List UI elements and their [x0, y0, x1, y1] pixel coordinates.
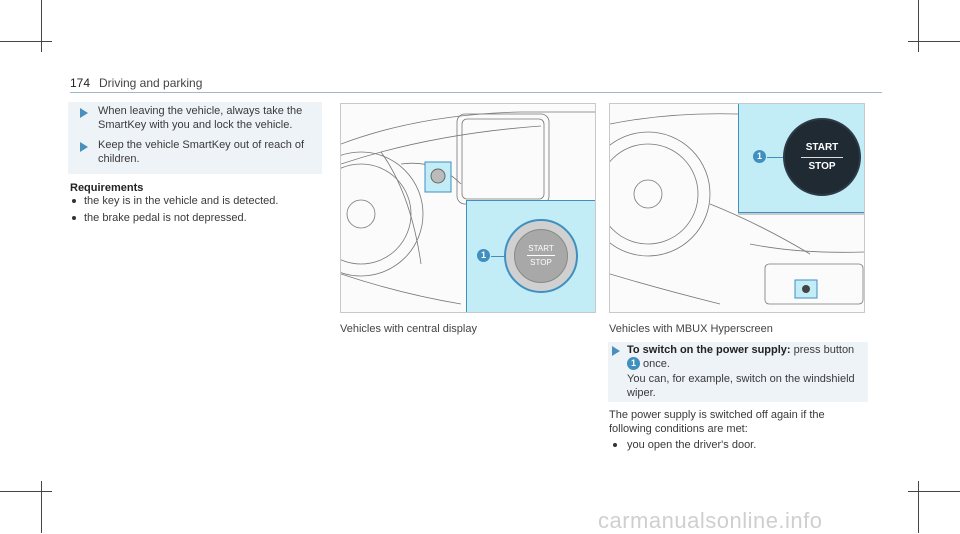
- crop-mark: [0, 491, 52, 492]
- requirements-title: Requirements: [70, 182, 144, 194]
- condition-item: you open the driver's door.: [627, 439, 757, 451]
- start-label: START: [528, 244, 554, 253]
- instruction-note: You can, for example, switch on the wind…: [627, 373, 855, 399]
- bullet: [72, 216, 76, 220]
- section-title: Driving and parking: [99, 76, 203, 90]
- stop-label: STOP: [530, 258, 552, 267]
- figure-caption: Vehicles with MBUX Hyperscreen: [609, 323, 773, 335]
- crop-mark: [908, 41, 960, 42]
- page-number: 174: [70, 76, 91, 90]
- dashboard-illustration: [610, 113, 864, 305]
- dashboard-illustration: [341, 111, 595, 305]
- callout-number: 1: [477, 249, 490, 262]
- step-box: [608, 342, 868, 402]
- start-label: START: [805, 142, 839, 153]
- step-text: Keep the vehicle SmartKey out of reach o…: [98, 139, 305, 165]
- header-rule: [70, 92, 882, 93]
- watermark: carmanualsonline.info: [598, 508, 823, 533]
- instruction-text: To switch on the power supply: press but…: [627, 343, 867, 371]
- crop-mark: [908, 491, 960, 492]
- step-arrow-icon: [80, 142, 88, 152]
- paragraph: The power supply is switched off again i…: [609, 409, 825, 435]
- requirement-item: the key is in the vehicle and is detecte…: [84, 195, 279, 207]
- callout-line: [767, 157, 785, 158]
- start-stop-button: START STOP: [783, 118, 861, 196]
- crop-mark: [0, 41, 52, 42]
- crop-mark: [918, 0, 919, 52]
- figure-central-display: 1 START STOP: [340, 103, 596, 313]
- start-stop-button: START STOP: [504, 219, 578, 293]
- callout-number: 1: [753, 150, 766, 163]
- bullet: [72, 199, 76, 203]
- start-stop-zoom-panel: 1 START STOP: [466, 200, 595, 312]
- bullet: [613, 443, 617, 447]
- button-divider: [527, 255, 555, 256]
- start-stop-zoom-panel: 1 START STOP: [738, 104, 864, 213]
- crop-mark: [41, 481, 42, 533]
- start-stop-button-face: START STOP: [514, 229, 568, 283]
- instruction-lead: To switch on the power supply:: [627, 344, 791, 356]
- instruction-action: press button: [793, 344, 855, 356]
- step-text: When leaving the vehicle, always take th…: [98, 105, 303, 131]
- requirement-item: the brake pedal is not depressed.: [84, 212, 247, 224]
- crop-mark: [918, 481, 919, 533]
- callout-line: [491, 256, 516, 257]
- step-arrow-icon: [80, 108, 88, 118]
- callout-number: 1: [627, 357, 640, 370]
- crop-mark: [41, 0, 42, 52]
- instruction-tail: once.: [643, 358, 670, 370]
- step-arrow-icon: [612, 346, 620, 356]
- stop-label: STOP: [808, 161, 836, 172]
- figure-caption: Vehicles with central display: [340, 323, 477, 335]
- figure-hyperscreen: 1 START STOP: [609, 103, 865, 313]
- button-divider: [801, 157, 843, 158]
- step-box: [68, 102, 322, 174]
